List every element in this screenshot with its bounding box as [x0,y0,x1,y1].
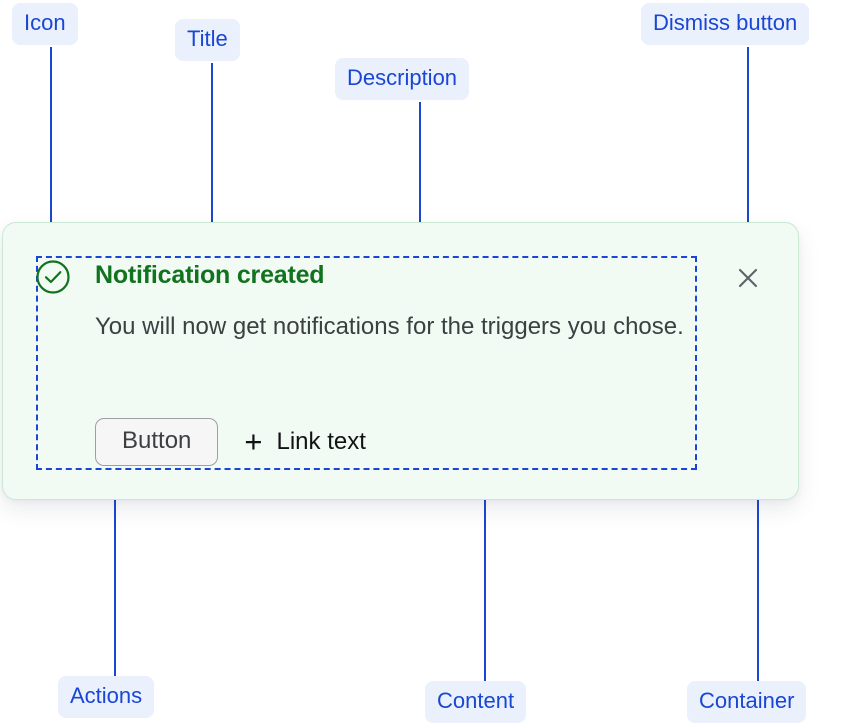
leader-line-description [419,102,421,302]
plus-icon: + [244,423,263,459]
annotation-label-description: Description [335,58,470,100]
annotation-label-icon: Icon [12,3,78,45]
action-link[interactable]: + Link text [244,423,366,459]
leader-line-icon [50,47,52,247]
dismiss-button[interactable] [731,262,765,296]
close-icon [735,265,761,294]
leader-line-actions [114,470,116,676]
annotation-label-content: Content [425,681,527,723]
notification-description: You will now get notifications for the t… [95,313,684,340]
action-button[interactable]: Button [95,418,219,466]
action-link-label: Link text [276,428,366,455]
annotation-label-container: Container [687,681,807,723]
leader-line-content [484,470,486,681]
leader-line-container [757,470,759,681]
check-circle-icon [35,259,71,295]
notification-title: Notification created [95,261,325,289]
notification-actions: Button + Link text [95,418,366,466]
leader-line-title [211,63,213,262]
annotation-label-title: Title [175,19,240,61]
annotation-label-actions: Actions [58,676,155,718]
annotation-label-dismiss-button: Dismiss button [641,3,810,45]
leader-line-dismiss-button [747,47,749,248]
